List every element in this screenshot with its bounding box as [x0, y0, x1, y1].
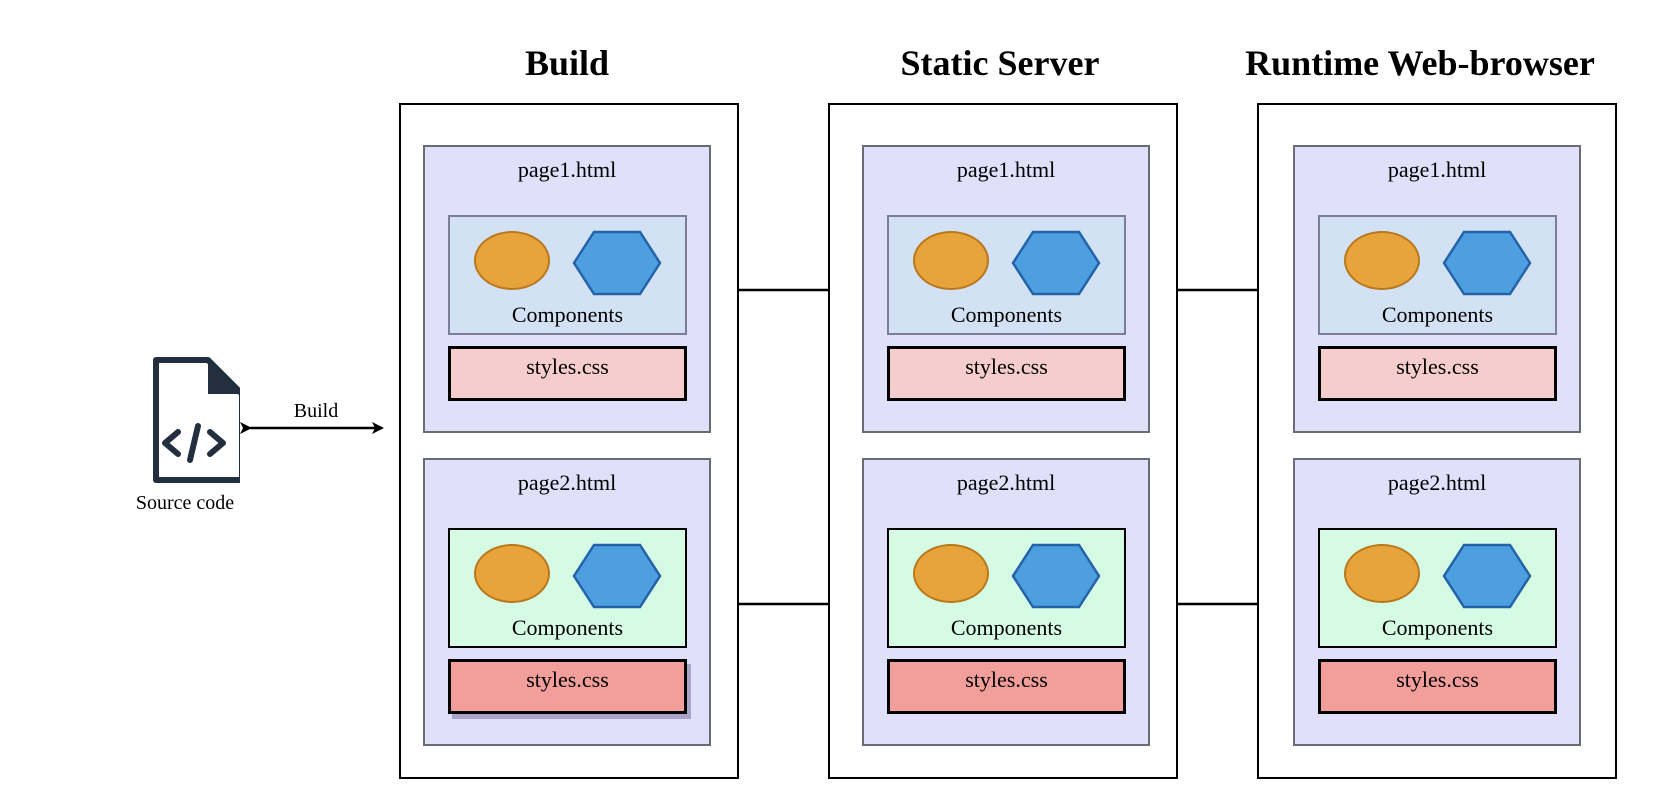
source-code-label: Source code: [135, 492, 235, 514]
page-card: page2.html Components styles.css: [423, 458, 711, 746]
styles-css-box: styles.css: [1318, 659, 1557, 714]
page-title: page2.html: [1387, 470, 1487, 495]
components-box: Components: [448, 528, 687, 648]
styles-css-box: styles.css: [448, 659, 687, 714]
components-label: Components: [511, 302, 624, 327]
column-title-runtime-browser: Runtime Web-browser: [1245, 43, 1595, 83]
hexagon-component-icon: [1011, 543, 1101, 609]
page-title: page1.html: [1387, 157, 1487, 182]
column-title-build: Build: [524, 43, 610, 83]
page-card: page1.html Components styles.css: [423, 145, 711, 433]
ellipse-component-icon: [913, 231, 989, 290]
page-title: page1.html: [517, 157, 617, 182]
page-card: page1.html Components styles.css: [1293, 145, 1581, 433]
source-code: Source code: [120, 356, 250, 526]
components-box: Components: [448, 215, 687, 335]
styles-css-box: styles.css: [887, 659, 1126, 714]
page-card: page2.html Components styles.css: [862, 458, 1150, 746]
components-label: Components: [1381, 615, 1494, 640]
ellipse-component-icon: [1344, 544, 1420, 603]
styles-css-box: styles.css: [887, 346, 1126, 401]
build-arrow-label: Build: [293, 400, 339, 422]
components-label: Components: [950, 302, 1063, 327]
page-title: page2.html: [517, 470, 617, 495]
styles-css-box: styles.css: [448, 346, 687, 401]
components-box: Components: [1318, 528, 1557, 648]
page-title: page1.html: [956, 157, 1056, 182]
components-box: Components: [1318, 215, 1557, 335]
ellipse-component-icon: [913, 544, 989, 603]
page-title: page2.html: [956, 470, 1056, 495]
ellipse-component-icon: [474, 231, 550, 290]
ellipse-component-icon: [474, 544, 550, 603]
components-label: Components: [950, 615, 1063, 640]
styles-css-box: styles.css: [1318, 346, 1557, 401]
components-box: Components: [887, 215, 1126, 335]
code-file-icon: [153, 357, 240, 483]
hexagon-component-icon: [1011, 230, 1101, 296]
hexagon-component-icon: [1442, 230, 1532, 296]
hexagon-component-icon: [572, 230, 662, 296]
hexagon-component-icon: [572, 543, 662, 609]
page-card: page1.html Components styles.css: [862, 145, 1150, 433]
components-label: Components: [1381, 302, 1494, 327]
components-label: Components: [511, 615, 624, 640]
ellipse-component-icon: [1344, 231, 1420, 290]
hexagon-component-icon: [1442, 543, 1532, 609]
page-card: page2.html Components styles.css: [1293, 458, 1581, 746]
column-title-static-server: Static Server: [900, 43, 1100, 83]
components-box: Components: [887, 528, 1126, 648]
